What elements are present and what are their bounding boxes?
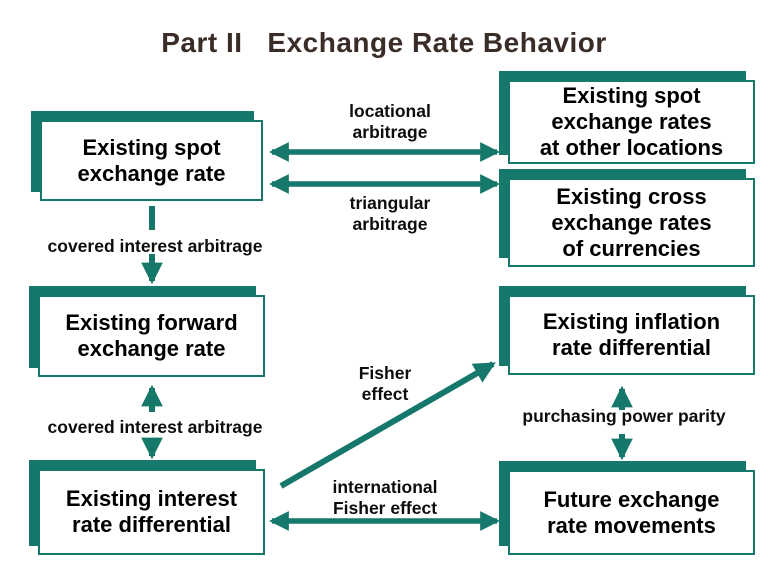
label-line: Fisher: [358, 363, 412, 383]
box-line: Existing cross: [556, 183, 707, 209]
slide-title: Part II Exchange Rate Behavior: [161, 27, 607, 58]
box-line: at other locations: [539, 135, 724, 160]
box-label: Existing interest rate differential: [38, 469, 265, 555]
box-label: Future exchange rate movements: [508, 470, 755, 555]
box-interest-rate-differential: Existing interest rate differential: [29, 460, 265, 555]
box-label: Existing inflation rate differential: [508, 295, 755, 375]
box-label: Existing cross exchange rates of currenc…: [508, 178, 755, 267]
label-covered-interest-arbitrage-2: covered interest arbitrage: [47, 417, 263, 437]
label-covered-interest-arbitrage-1: covered interest arbitrage: [47, 236, 263, 256]
label-line: arbitrage: [352, 122, 428, 142]
box-line: Existing forward: [65, 310, 238, 335]
box-line: Future exchange: [543, 486, 720, 512]
box-line: exchange rate: [77, 336, 226, 361]
label-line: triangular: [349, 193, 431, 213]
box-existing-spot-exchange-rate: Existing spot exchange rate: [31, 111, 263, 201]
box-label: Existing forward exchange rate: [38, 295, 265, 377]
box-forward-exchange-rate: Existing forward exchange rate: [29, 286, 265, 377]
box-line: rate movements: [547, 512, 716, 538]
box-line: rate differential: [72, 512, 231, 537]
label-international-fisher-effect: international Fisher effect: [295, 477, 475, 519]
box-future-exchange-rate-movements: Future exchange rate movements: [499, 461, 755, 555]
box-line: Existing spot: [562, 83, 701, 108]
box-inflation-rate-differential: Existing inflation rate differential: [499, 286, 755, 375]
label-locational-arbitrage: locational arbitrage: [300, 101, 480, 143]
label-line: Fisher effect: [332, 498, 438, 518]
box-line: exchange rates: [551, 109, 712, 134]
box-line: exchange rate: [77, 160, 226, 186]
label-triangular-arbitrage: triangular arbitrage: [300, 193, 480, 235]
box-label: Existing spot exchange rate: [40, 120, 263, 201]
label-fisher-effect: Fisher effect: [325, 363, 445, 405]
box-label: Existing spot exchange rates at other lo…: [508, 80, 755, 164]
label-line: arbitrage: [352, 214, 428, 234]
box-line: exchange rates: [551, 209, 712, 235]
box-line: Existing interest: [65, 486, 238, 511]
box-line: Existing inflation: [542, 309, 721, 334]
box-cross-exchange-rates: Existing cross exchange rates of currenc…: [499, 169, 755, 267]
box-line: of currencies: [562, 235, 701, 261]
label-purchasing-power-parity: purchasing power parity: [522, 406, 726, 426]
box-spot-rates-other-locations: Existing spot exchange rates at other lo…: [499, 71, 755, 164]
box-line: rate differential: [552, 335, 711, 360]
box-line: Existing spot: [82, 134, 221, 160]
label-line: locational: [349, 101, 431, 121]
label-line: effect: [361, 384, 409, 404]
label-line: international: [332, 477, 438, 497]
